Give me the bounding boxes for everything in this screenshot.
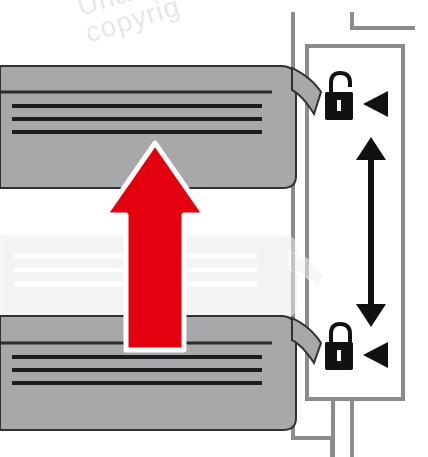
double-arrow-bottom-head	[356, 304, 386, 327]
tray-top-latch	[291, 66, 323, 117]
red-up-arrow-icon	[102, 140, 208, 353]
tray-top-body	[0, 65, 297, 189]
left-pointing-triangle-icon-bottom	[363, 342, 388, 368]
unlocked-keyhole	[337, 100, 341, 111]
tray-ghost-tab	[289, 250, 325, 290]
locked-shackle	[329, 321, 352, 342]
double-headed-vertical-arrow-icon	[356, 137, 386, 327]
locked-keyhole	[337, 350, 341, 361]
double-arrow-top-head	[356, 137, 386, 160]
locked-padlock-icon	[325, 321, 353, 370]
red-up-arrow-shape	[102, 140, 208, 353]
tray-bottom	[0, 315, 323, 431]
left-pointing-triangle-icon-top	[363, 91, 388, 117]
right-frame	[291, 12, 415, 457]
unlocked-padlock-icon	[325, 70, 353, 120]
inner-frame-line	[350, 12, 415, 30]
tray-bottom-latch	[291, 316, 323, 366]
lower-rail	[331, 399, 354, 457]
tray-top	[0, 65, 323, 189]
lock-panel	[305, 44, 405, 401]
unlocked-shackle	[329, 70, 352, 92]
